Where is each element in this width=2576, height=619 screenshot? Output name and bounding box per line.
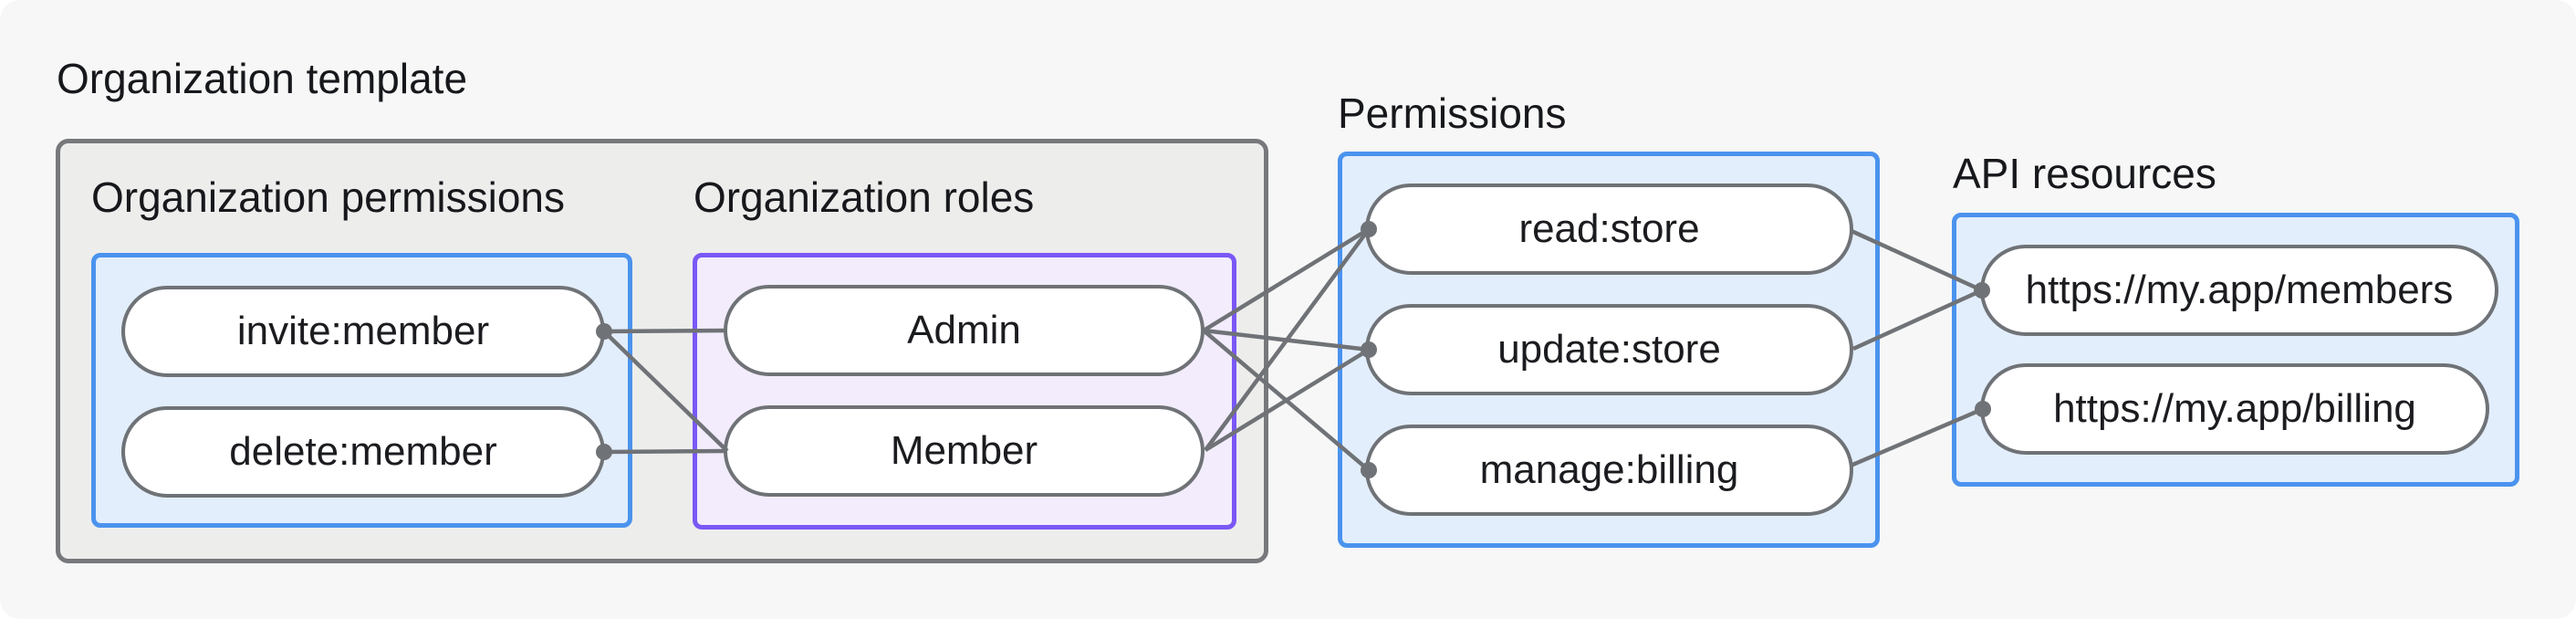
node-read-store: read:store — [1365, 184, 1853, 275]
node-admin-role: Admin — [724, 285, 1205, 376]
node-api-members: https://my.app/members — [1980, 245, 2498, 336]
organization-roles-label: Organization roles — [694, 173, 1035, 221]
organization-permissions-label: Organization permissions — [91, 173, 566, 221]
organization-template-label: Organization template — [57, 55, 468, 102]
node-invite-member: invite:member — [121, 286, 605, 377]
node-update-store: update:store — [1365, 304, 1853, 395]
node-delete-member: delete:member — [121, 406, 605, 498]
node-member-role: Member — [724, 405, 1205, 497]
api-resources-label: API resources — [1953, 150, 2216, 197]
permissions-label: Permissions — [1338, 89, 1567, 137]
node-manage-billing: manage:billing — [1365, 425, 1853, 516]
node-api-billing: https://my.app/billing — [1980, 363, 2489, 455]
